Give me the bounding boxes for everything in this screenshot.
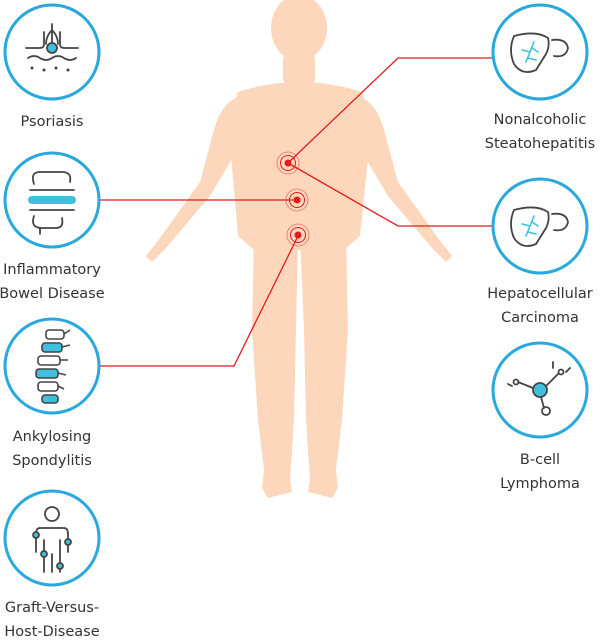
label-ibd: Inflammatory Bowel Disease [0, 262, 105, 302]
ring-gvhd [3, 489, 101, 587]
label-bcl: B-cell Lymphoma [500, 452, 580, 492]
label-psoriasis: Psoriasis [20, 114, 84, 130]
label-gvhd: Graft-Versus- Host-Disease [4, 600, 100, 640]
connector-hcc [287, 162, 492, 227]
connector-as [100, 235, 299, 367]
intestine-icon [28, 171, 76, 235]
spine-icon [35, 329, 71, 404]
label-nash: Nonalcoholic Steatohepatitis [484, 112, 596, 152]
target-marker-liver [276, 151, 300, 175]
human-joints-icon [32, 506, 72, 573]
connector-nash [287, 57, 492, 164]
label-hcc: Hepatocellular Carcinoma [487, 286, 593, 326]
liver-icon-hcc [510, 206, 569, 247]
b-cell-icon [507, 361, 571, 416]
ring-nash [491, 3, 589, 101]
target-marker-intestine [285, 188, 309, 212]
ring-hcc [491, 177, 589, 275]
liver-icon-nash [510, 32, 569, 73]
human-body-silhouette [146, 0, 452, 498]
ring-as [3, 317, 101, 415]
target-marker-spine [286, 223, 310, 247]
skin-follicle-icon [25, 23, 79, 72]
label-as: Ankylosing Spondylitis [12, 429, 92, 469]
connector-lines [100, 57, 492, 367]
